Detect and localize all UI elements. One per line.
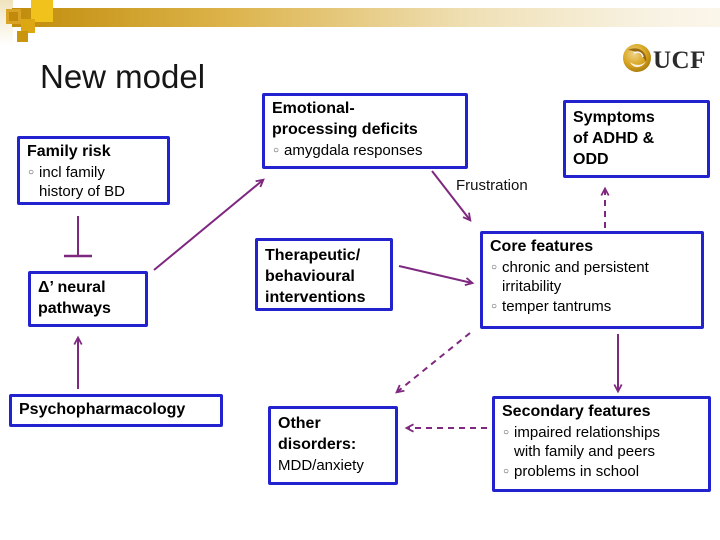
box-family-risk: Family risk ○ incl family history of BD (17, 136, 170, 205)
box-therapeutic-interventions: Therapeutic/ behavioural interventions (255, 238, 393, 311)
frustration-label: Frustration (456, 177, 528, 194)
circle-bullet-icon: ○ (503, 465, 510, 477)
box-title: Secondary features (502, 403, 651, 420)
gold-header-bar (12, 8, 720, 27)
box-title: Psychopharmacology (19, 401, 186, 418)
bullet-text: temper tantrums (502, 297, 612, 315)
box-title-line: Therapeutic/ (265, 247, 361, 264)
box-title-line: Δ’ neural (38, 279, 106, 296)
decorative-square (6, 9, 21, 24)
box-title: Family risk (27, 143, 111, 160)
arrow-neural-to-emotional (153, 178, 265, 271)
box-title-line: Symptoms (573, 109, 655, 126)
ucf-logo-text: UCF (653, 47, 706, 74)
bullet-text: amygdala responses (284, 141, 423, 159)
bullet-text: chronic and persistent irritability (502, 258, 649, 296)
box-emotional-processing-deficits: Emotional- processing deficits ○ amygdal… (262, 93, 468, 169)
tbar-family-to-neural (64, 216, 92, 258)
box-title-line: pathways (38, 299, 111, 317)
decorative-square (17, 31, 28, 42)
ucf-logo: UCF (623, 44, 706, 74)
box-core-features: Core features ○ chronic and persistent i… (480, 231, 704, 329)
bullet-item: ○ problems in school (502, 462, 701, 482)
box-title-line: disorders: (278, 435, 357, 453)
bullet-text: impaired relationships with family and p… (514, 423, 660, 461)
box-subtitle: MDD/anxiety (278, 456, 364, 474)
box-other-disorders: Other disorders: MDD/anxiety (268, 406, 398, 485)
bullet-item: ○ temper tantrums (490, 297, 694, 317)
box-title-line: behavioural (265, 267, 355, 285)
box-title-line: interventions (265, 288, 366, 306)
box-title: Core features (490, 238, 594, 255)
box-psychopharmacology: Psychopharmacology (9, 394, 223, 427)
box-secondary-features: Secondary features ○ impaired relationsh… (492, 396, 711, 492)
circle-bullet-icon: ○ (503, 426, 510, 438)
box-title-line: Emotional- (272, 100, 355, 117)
bullet-text: incl family history of BD (39, 163, 125, 201)
decorative-square (21, 19, 35, 33)
box-title-line: Other (278, 415, 321, 432)
box-title-line: processing deficits (272, 120, 418, 138)
decorative-square (31, 0, 53, 22)
arrow-therapeutic-to-core (398, 265, 475, 286)
box-delta-neural-pathways: Δ’ neural pathways (28, 271, 148, 327)
bullet-item: ○ incl family history of BD (27, 163, 160, 202)
arrow-core-to-other-dashed (395, 332, 471, 394)
bullet-item: ○ chronic and persistent irritability (490, 258, 694, 297)
pegasus-emblem-icon (623, 44, 651, 72)
slide-title: New model (40, 58, 206, 95)
bullet-item: ○ amygdala responses (272, 141, 458, 161)
circle-bullet-icon: ○ (491, 261, 498, 273)
box-title-line: ODD (573, 150, 609, 168)
bullet-item: ○ impaired relationships with family and… (502, 423, 701, 462)
box-title-line: of ADHD & (573, 129, 655, 147)
circle-bullet-icon: ○ (491, 300, 498, 312)
circle-bullet-icon: ○ (273, 144, 280, 156)
bullet-text: problems in school (514, 462, 640, 480)
box-symptoms-adhd-odd: Symptoms of ADHD & ODD (563, 100, 710, 178)
circle-bullet-icon: ○ (28, 166, 35, 178)
